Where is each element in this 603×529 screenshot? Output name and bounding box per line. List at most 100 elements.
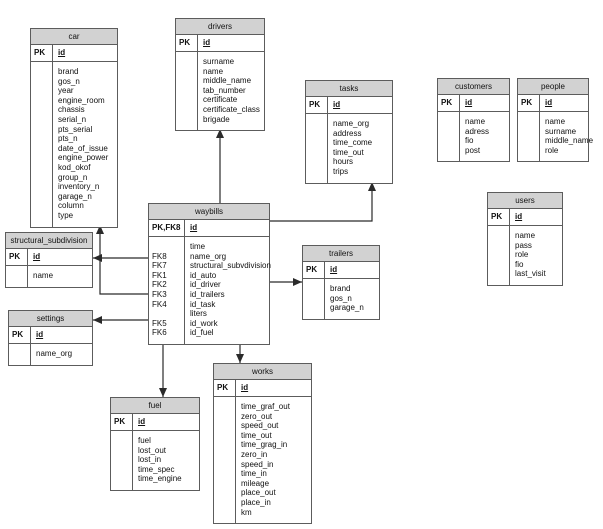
- field-name: year: [58, 86, 74, 96]
- fk-label: [34, 201, 52, 211]
- pk-field-cell: id: [185, 220, 269, 236]
- field-name: time_come: [333, 138, 373, 148]
- fk-label: [12, 349, 30, 359]
- fk-label: [114, 474, 132, 484]
- field-name: name_org: [333, 119, 370, 128]
- fk-label: [491, 269, 509, 279]
- arrowhead-icon: [96, 225, 104, 234]
- pk-field-cell: id: [133, 414, 199, 430]
- pk-field-name: id: [545, 98, 553, 107]
- field-name: inventory_n: [58, 182, 100, 192]
- fk-label: [34, 86, 52, 96]
- field-column: name: [28, 266, 92, 287]
- table-title: customers: [438, 79, 509, 95]
- fk-label: [179, 57, 197, 67]
- field-name: trips: [333, 166, 349, 176]
- fk-label: [34, 105, 52, 115]
- foreign-key-column: [214, 397, 236, 524]
- field-name: column: [58, 201, 84, 211]
- relationship-line-waybills-to-tasks: [270, 182, 373, 222]
- field-name: time_in: [241, 469, 267, 479]
- field-name: name_org: [36, 349, 73, 358]
- fk-label: [217, 421, 235, 431]
- field-name: serial_n: [58, 114, 87, 124]
- field-name: middle_name: [203, 76, 252, 86]
- pk-field-cell: id: [53, 45, 117, 61]
- field-name: id_task: [190, 299, 216, 309]
- field-name: engine_room: [58, 95, 105, 105]
- fk-label: [217, 450, 235, 460]
- fk-label: [309, 157, 327, 167]
- fk-label: [217, 431, 235, 441]
- field-name: fio: [465, 136, 474, 146]
- field-name: address: [333, 128, 362, 138]
- field-name: lost_in: [138, 455, 162, 465]
- fk-label: [179, 115, 197, 125]
- foreign-key-column: [111, 431, 133, 490]
- fk-label: [441, 146, 459, 156]
- table-body: name_org: [9, 344, 92, 365]
- fk-label: [521, 127, 539, 137]
- pk-field-cell: id: [28, 249, 92, 265]
- fk-label: [217, 498, 235, 508]
- fk-label: FK4: [152, 299, 167, 309]
- fk-label: [179, 67, 197, 77]
- fk-label: [491, 250, 509, 260]
- fk-label: [34, 182, 52, 192]
- fk-label: [217, 488, 235, 498]
- field-name: garage_n: [58, 191, 92, 201]
- field-name: fio: [515, 259, 524, 269]
- field-name: pts_n: [58, 134, 78, 144]
- fk-label: [34, 67, 52, 77]
- table-title: settings: [9, 311, 92, 327]
- fk-label: [114, 455, 132, 465]
- fk-label: [114, 436, 132, 446]
- field-name: group_n: [58, 172, 88, 182]
- foreign-key-column: [488, 226, 510, 285]
- fk-label: [309, 119, 327, 129]
- table-title: trailers: [303, 246, 379, 262]
- table-title: car: [31, 29, 117, 45]
- field-name: id_fuel: [190, 328, 214, 338]
- fk-label: [34, 211, 52, 221]
- table-title: structural_subdivision: [6, 233, 92, 249]
- field-name: zero_in: [241, 449, 268, 459]
- pk-label: PK: [31, 45, 53, 61]
- field-name: liters: [190, 309, 207, 319]
- fk-label: FK3: [152, 289, 167, 299]
- fk-label: [34, 153, 52, 163]
- pk-label: PK: [176, 35, 198, 51]
- fk-label: [521, 117, 539, 127]
- field-name: brand: [330, 284, 351, 293]
- field-name: id_trailers: [190, 289, 225, 299]
- field-name: km: [241, 507, 252, 517]
- fk-label: [521, 136, 539, 146]
- field-name: name: [545, 117, 566, 126]
- pk-field-name: id: [515, 212, 523, 221]
- foreign-key-column: [31, 62, 53, 227]
- field-name: gos_n: [58, 76, 80, 86]
- foreign-key-column: [6, 266, 28, 287]
- field-name: name_org: [190, 251, 227, 261]
